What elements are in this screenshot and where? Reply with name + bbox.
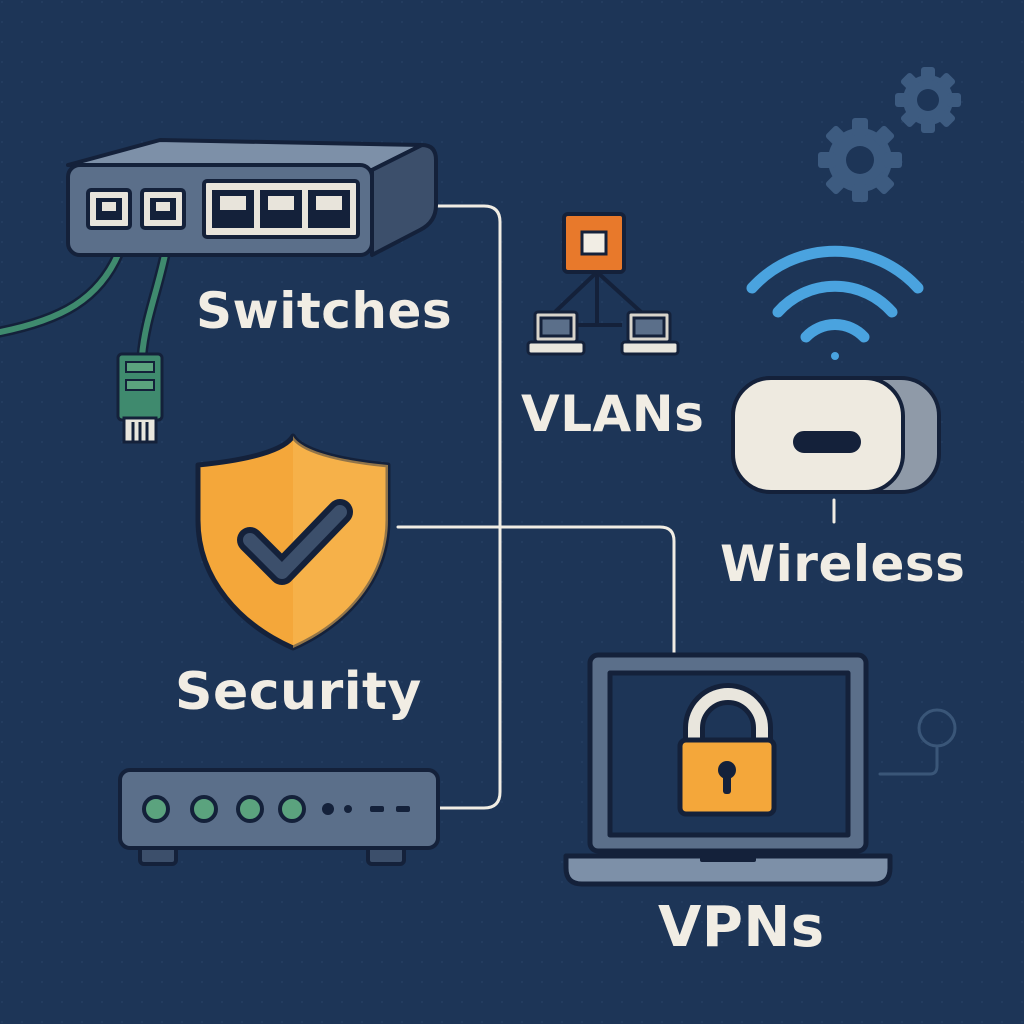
connector-security-laptop — [396, 525, 676, 657]
wireless-label: Wireless — [720, 535, 966, 593]
vlans-label: VLANs — [521, 385, 705, 443]
vlan-laptop-left — [526, 310, 586, 356]
ethernet-cable-icon — [0, 244, 172, 444]
security-shield-icon — [195, 433, 391, 651]
connector-switch-router — [436, 204, 502, 810]
rj45-plug — [116, 352, 164, 444]
vlan-laptop-right — [620, 310, 680, 356]
switches-label: Switches — [196, 282, 453, 340]
padlock-icon — [677, 683, 777, 817]
connector-lines — [396, 204, 957, 810]
switch-side — [370, 143, 438, 257]
wifi-signal-icon — [746, 245, 924, 343]
vlan-core-node — [562, 212, 626, 274]
connector-right-node — [917, 708, 957, 748]
security-label: Security — [175, 662, 422, 722]
vlan-topology-icon — [526, 212, 680, 356]
vpns-label: VPNs — [658, 895, 825, 960]
wifi-dot — [831, 352, 839, 360]
router-leds — [142, 795, 306, 823]
network-switch-icon — [66, 138, 438, 257]
wireless-access-point-icon — [731, 376, 941, 494]
router-icon — [118, 768, 440, 866]
connector-right-stub — [878, 746, 939, 776]
gear-small — [895, 67, 961, 133]
gear-large — [818, 118, 902, 202]
gears-icon — [818, 67, 961, 202]
